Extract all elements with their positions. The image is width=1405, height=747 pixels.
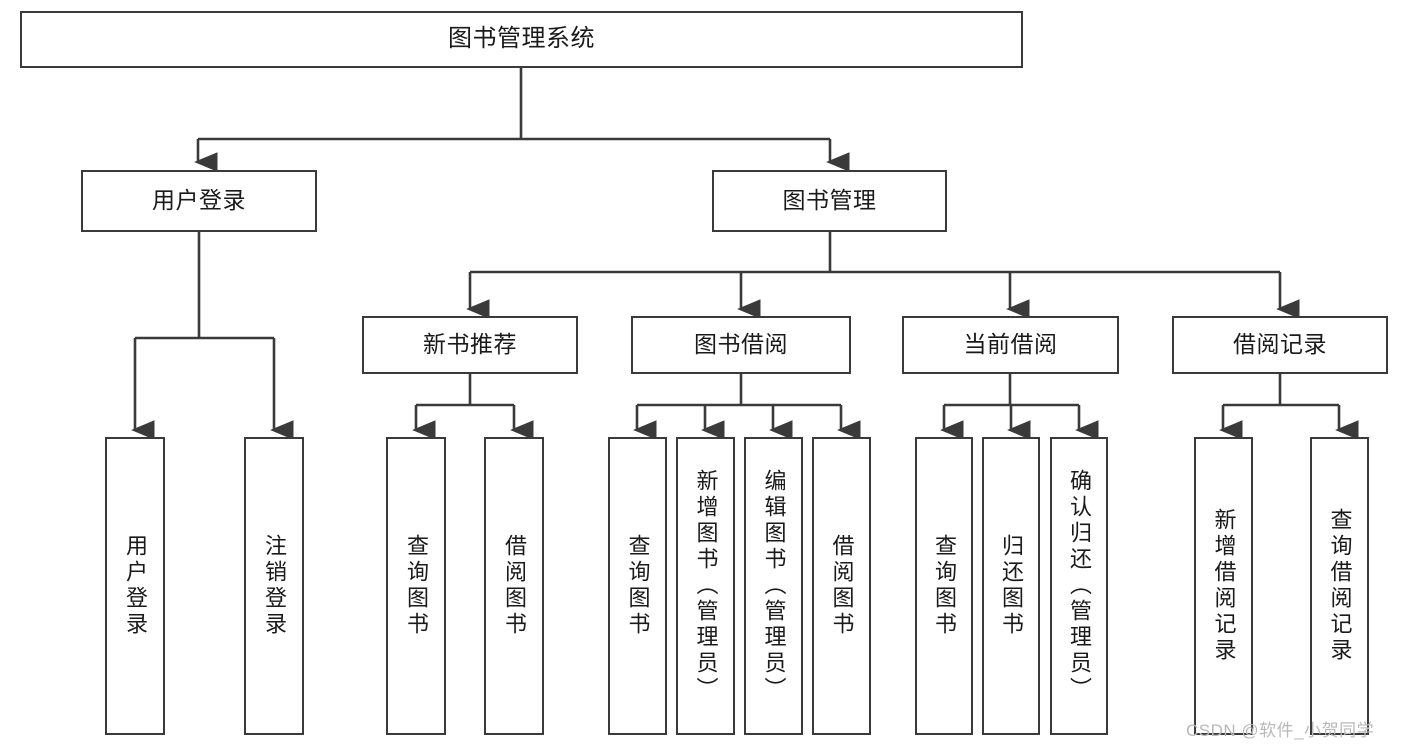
node-label: 新增图书（管理员） <box>693 469 719 703</box>
leaf-borrow-query-book[interactable]: 查询图书 <box>608 437 667 735</box>
leaf-logout[interactable]: 注销登录 <box>244 437 304 735</box>
leaf-current-confirm-return-admin[interactable]: 确认归还（管理员） <box>1050 437 1108 735</box>
node-label: 归还图书 <box>999 534 1024 638</box>
leaf-current-query-book[interactable]: 查询图书 <box>915 437 973 735</box>
node-borrow-record[interactable]: 借阅记录 <box>1172 316 1388 374</box>
node-label: 新书推荐 <box>423 331 517 358</box>
node-label: 图书管理系统 <box>448 25 595 53</box>
node-label: 查询图书 <box>932 534 957 638</box>
node-current-borrow[interactable]: 当前借阅 <box>902 316 1119 374</box>
leaf-newbook-borrow-book[interactable]: 借阅图书 <box>484 437 544 735</box>
node-label: 借阅图书 <box>829 534 855 638</box>
leaf-borrow-edit-book-admin[interactable]: 编辑图书（管理员） <box>744 437 803 735</box>
node-user-login[interactable]: 用户登录 <box>81 170 317 232</box>
node-label: 借阅图书 <box>502 534 527 638</box>
node-label: 确认归还（管理员） <box>1067 469 1092 703</box>
node-new-book-recommend[interactable]: 新书推荐 <box>362 316 578 374</box>
node-label: 借阅记录 <box>1233 331 1327 358</box>
node-label: 当前借阅 <box>963 331 1058 358</box>
node-label: 用户登录 <box>123 534 148 638</box>
csdn-watermark: CSDN @软件_小贺同学 <box>1186 721 1375 740</box>
node-book-management[interactable]: 图书管理 <box>712 170 947 232</box>
node-label: 图书管理 <box>782 187 877 214</box>
node-book-borrow[interactable]: 图书借阅 <box>631 316 851 374</box>
node-root-system[interactable]: 图书管理系统 <box>20 11 1023 68</box>
node-label: 编辑图书（管理员） <box>761 469 787 703</box>
leaf-record-query-borrow-record[interactable]: 查询借阅记录 <box>1310 437 1369 735</box>
node-label: 查询借阅记录 <box>1327 508 1353 664</box>
leaf-record-add-borrow-record[interactable]: 新增借阅记录 <box>1194 437 1253 735</box>
node-label: 图书借阅 <box>694 331 788 358</box>
node-label: 查询图书 <box>625 534 651 638</box>
node-label: 新增借阅记录 <box>1211 508 1237 664</box>
node-label: 查询图书 <box>404 534 429 638</box>
leaf-newbook-query-book[interactable]: 查询图书 <box>386 437 446 735</box>
leaf-borrow-borrow-book[interactable]: 借阅图书 <box>812 437 871 735</box>
leaf-borrow-add-book-admin[interactable]: 新增图书（管理员） <box>676 437 735 735</box>
node-label: 注销登录 <box>262 534 287 638</box>
leaf-user-login[interactable]: 用户登录 <box>105 437 165 735</box>
node-label: 用户登录 <box>152 187 246 214</box>
leaf-current-return-book[interactable]: 归还图书 <box>982 437 1040 735</box>
